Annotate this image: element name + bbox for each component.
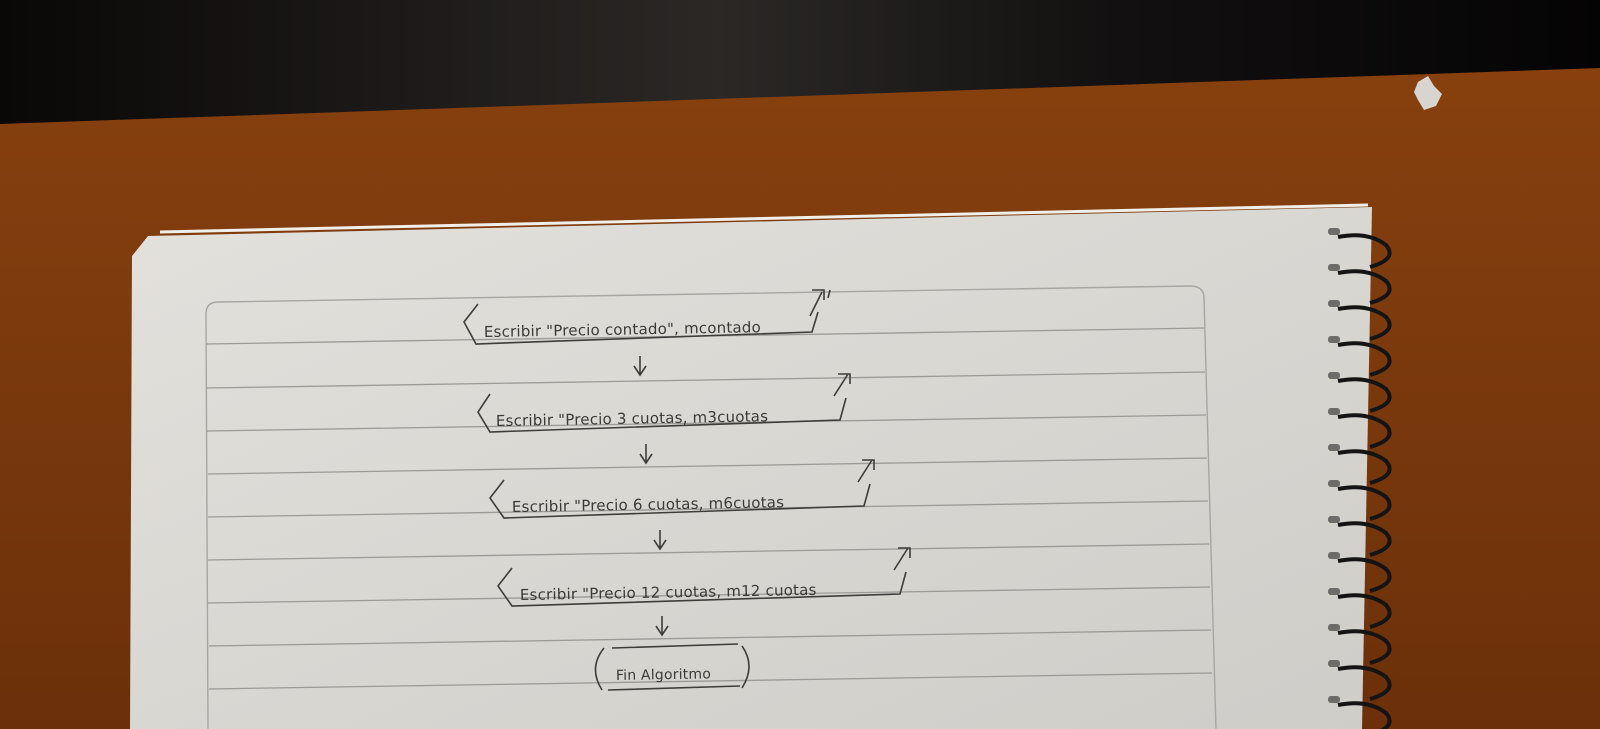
- output-step-2: Escribir "Precio 3 cuotas, m3cuotas: [477, 373, 851, 433]
- end-terminator: Fin Algoritmo: [594, 643, 750, 691]
- terminator-shape: [594, 643, 750, 691]
- step-1-label: Escribir "Precio contado", mcontado: [484, 318, 761, 341]
- step-2-label: Escribir "Precio 3 cuotas, m3cuotas: [496, 407, 769, 430]
- output-arrow-icon: [857, 459, 875, 483]
- flow-arrow-1: [633, 356, 647, 377]
- flow-arrow-2: [639, 444, 653, 465]
- notebook-page: [130, 203, 1372, 729]
- step-4-label: Escribir "Precio 12 cuotas, m12 cuotas: [520, 581, 817, 604]
- output-arrow-icon: [809, 289, 831, 317]
- output-arrow-icon: [833, 373, 851, 397]
- dark-object-top: [0, 0, 1600, 124]
- output-shape: [497, 567, 907, 607]
- flowchart: Escribir "Precio contado", mcontado Escr…: [463, 289, 911, 691]
- step-3-label: Escribir "Precio 6 cuotas, m6cuotas: [512, 493, 785, 516]
- output-step-4: Escribir "Precio 12 cuotas, m12 cuotas: [497, 547, 911, 607]
- end-label: Fin Algoritmo: [616, 666, 711, 684]
- output-step-3: Escribir "Precio 6 cuotas, m6cuotas: [489, 459, 875, 519]
- ruled-lines: [206, 327, 1213, 690]
- spiral-holes: [1328, 228, 1340, 703]
- paper-scrap: [1414, 76, 1442, 110]
- spiral-binding: [1337, 233, 1392, 729]
- output-shape: [489, 479, 871, 519]
- flow-arrow-4: [655, 616, 669, 637]
- output-arrow-icon: [893, 547, 911, 571]
- output-shape: [477, 393, 847, 433]
- output-shape: [463, 303, 819, 345]
- output-step-1: Escribir "Precio contado", mcontado: [463, 289, 831, 345]
- flow-arrow-3: [653, 530, 667, 551]
